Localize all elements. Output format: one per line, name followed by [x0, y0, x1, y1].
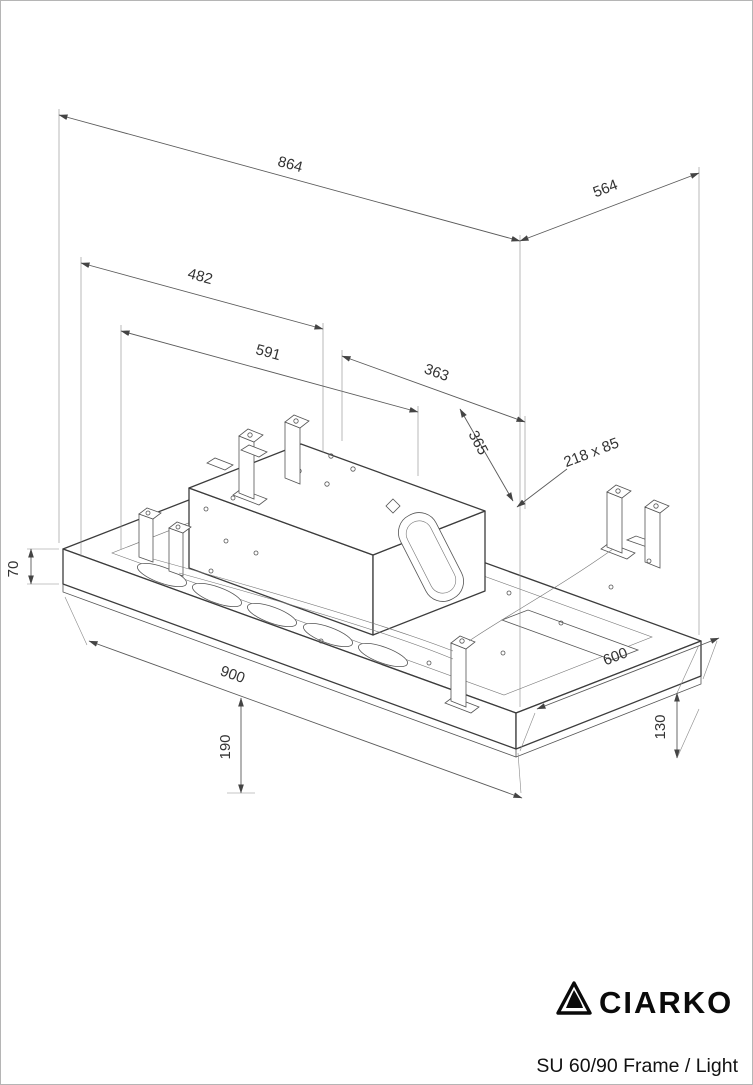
dim-365-label: 365: [465, 428, 492, 458]
ciarko-logo: CIARKO: [556, 981, 733, 1020]
dim-363-label: 363: [422, 361, 451, 386]
small-angle-plate-2: [240, 444, 268, 458]
dimension-218x85: 218 x 85: [516, 435, 621, 508]
bracket-bolt: [145, 510, 151, 516]
dimension-564: 564: [519, 167, 700, 635]
dim-864-label: 864: [276, 153, 305, 176]
mounting-bracket-front-left-2: [168, 521, 192, 577]
mounting-bracket-right-1: [600, 484, 636, 560]
dimension-190: 190: [217, 697, 255, 794]
motor-box: [188, 443, 486, 636]
bracket-bolt: [615, 488, 621, 494]
dim-591-label: 591: [254, 341, 283, 364]
dim-190-label: 190: [217, 734, 234, 759]
dim-70-label: 70: [5, 561, 22, 578]
ciarko-logo-icon: [556, 981, 592, 1015]
bracket-bolt: [247, 432, 253, 438]
dimension-591: 591: [120, 325, 419, 549]
duct-adapter-outer: [397, 512, 465, 602]
box-logo-diamond: [385, 498, 401, 514]
vent-slot: [247, 602, 297, 628]
model-caption: SU 60/90 Frame / Light: [536, 1055, 738, 1077]
dimension-130: 130: [652, 644, 700, 759]
cable-line: [152, 558, 454, 652]
vent-slot: [192, 582, 242, 608]
mounting-bracket-back-left-2: [284, 414, 310, 485]
dim-564-label: 564: [591, 176, 620, 201]
dim-130-label: 130: [652, 714, 669, 739]
dim-900-label: 900: [218, 663, 247, 688]
bracket-bolt: [653, 503, 659, 509]
dim-482-label: 482: [186, 265, 215, 288]
ciarko-logo-text: CIARKO: [599, 985, 733, 1020]
small-angle-plate-1: [206, 457, 234, 471]
mounting-bracket-right-2: [644, 499, 670, 569]
bracket-bolt: [293, 418, 299, 424]
dim-218x85-label: 218 x 85: [561, 435, 621, 471]
mounting-bracket-front-left-1: [138, 507, 162, 563]
dimension-70: 70: [5, 548, 59, 585]
duct-adapter-ring: [397, 512, 465, 602]
vent-slot: [137, 562, 187, 588]
bracket-bolt: [175, 524, 181, 530]
dimension-864: 864: [58, 109, 521, 707]
dimension-365: 365: [459, 408, 514, 502]
duct-adapter-inner: [405, 520, 457, 594]
cable-line: [468, 548, 614, 642]
